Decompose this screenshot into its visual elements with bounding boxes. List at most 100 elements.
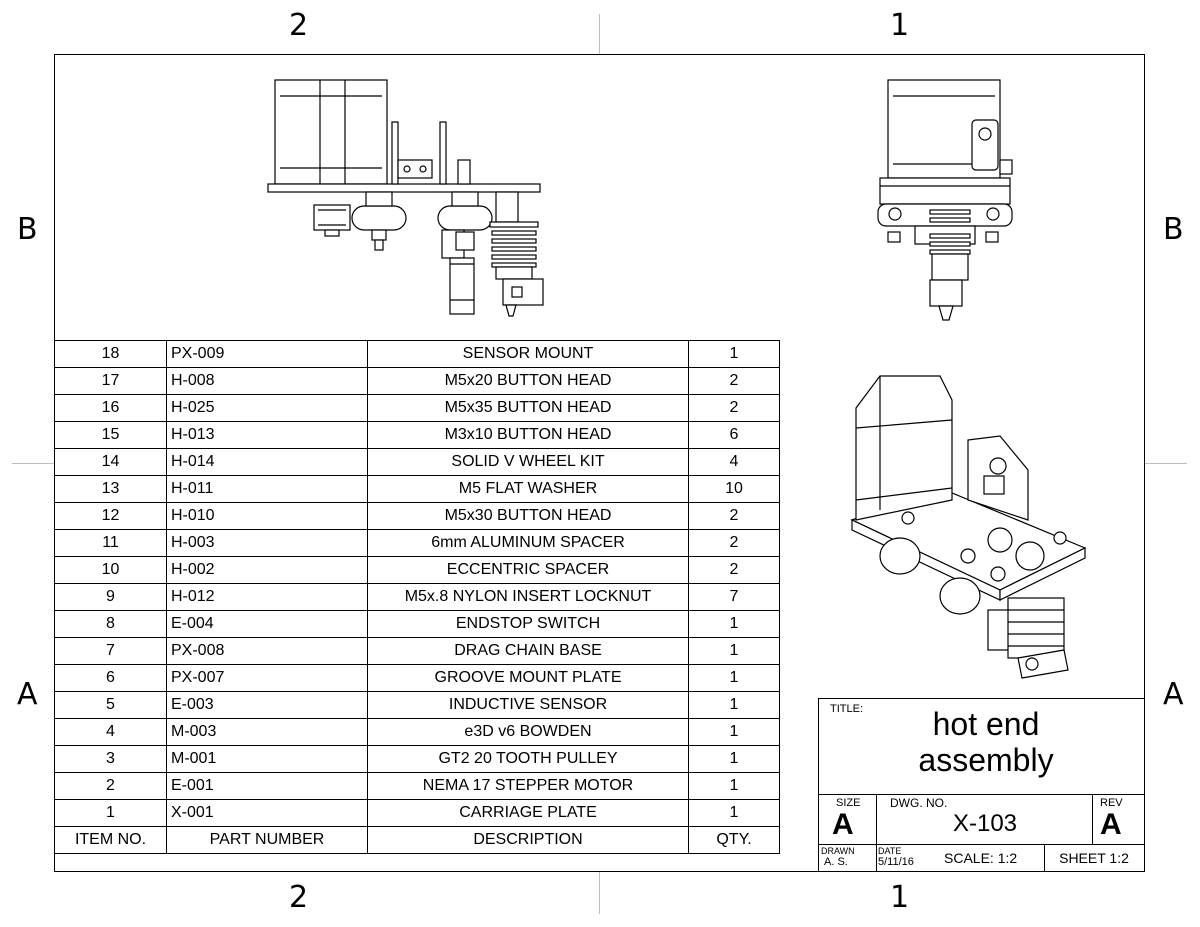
drawn-value: A. S. bbox=[824, 856, 848, 868]
item-number-cell: 17 bbox=[54, 367, 167, 395]
description-cell: 6mm ALUMINUM SPACER bbox=[367, 529, 689, 557]
description-cell: M5x.8 NYLON INSERT LOCKNUT bbox=[367, 583, 689, 611]
scale-text: SCALE: 1:2 bbox=[944, 850, 1018, 866]
description-cell: GROOVE MOUNT PLATE bbox=[367, 664, 689, 692]
description-cell: NEMA 17 STEPPER MOTOR bbox=[367, 772, 689, 800]
zone-tick-top bbox=[599, 14, 600, 54]
front-view bbox=[267, 79, 544, 317]
quantity-cell: 1 bbox=[688, 610, 780, 638]
description-cell: M5x20 BUTTON HEAD bbox=[367, 367, 689, 395]
description-cell: SENSOR MOUNT bbox=[367, 340, 689, 368]
part-number-cell: E-003 bbox=[166, 691, 368, 719]
item-number-cell: 14 bbox=[54, 448, 167, 476]
title-block-divider-2 bbox=[818, 844, 1144, 845]
quantity-cell: 2 bbox=[688, 556, 780, 584]
description-cell: M5x35 BUTTON HEAD bbox=[367, 394, 689, 422]
item-number-header: ITEM NO. bbox=[54, 826, 167, 854]
quantity-cell: 6 bbox=[688, 421, 780, 449]
title-block-left-line bbox=[818, 698, 819, 871]
description-cell: DRAG CHAIN BASE bbox=[367, 637, 689, 665]
part-number-cell: PX-008 bbox=[166, 637, 368, 665]
drawing-title-line-1: hot end bbox=[932, 706, 1040, 742]
part-number-cell: PX-009 bbox=[166, 340, 368, 368]
quantity-cell: 4 bbox=[688, 448, 780, 476]
zone-tick-left bbox=[12, 463, 54, 464]
isometric-view bbox=[850, 375, 1087, 679]
quantity-cell: 1 bbox=[688, 799, 780, 827]
drawing-title: hot end assembly bbox=[878, 706, 1094, 778]
table-header-row: ITEM NO. PART NUMBER DESCRIPTION QTY. bbox=[54, 826, 780, 854]
part-number-cell: E-004 bbox=[166, 610, 368, 638]
part-number-cell: H-025 bbox=[166, 394, 368, 422]
item-number-cell: 16 bbox=[54, 394, 167, 422]
item-number-cell: 18 bbox=[54, 340, 167, 368]
revision-value: A bbox=[1100, 808, 1122, 841]
quantity-cell: 1 bbox=[688, 637, 780, 665]
quantity-cell: 1 bbox=[688, 664, 780, 692]
drawing-title-line-2: assembly bbox=[918, 742, 1054, 778]
zone-label-left-a: A bbox=[17, 677, 38, 712]
title-block-top-line bbox=[818, 698, 1144, 699]
part-number-cell: PX-007 bbox=[166, 664, 368, 692]
item-number-cell: 1 bbox=[54, 799, 167, 827]
side-view bbox=[877, 79, 1013, 321]
size-value: A bbox=[832, 808, 854, 841]
item-number-cell: 4 bbox=[54, 718, 167, 746]
title-block-divider-3 bbox=[876, 794, 877, 871]
part-number-header: PART NUMBER bbox=[166, 826, 368, 854]
quantity-cell: 2 bbox=[688, 529, 780, 557]
date-label: DATE bbox=[878, 846, 902, 856]
quantity-cell: 2 bbox=[688, 367, 780, 395]
quantity-cell: 1 bbox=[688, 745, 780, 773]
item-number-cell: 15 bbox=[54, 421, 167, 449]
title-label: TITLE: bbox=[830, 703, 864, 715]
description-cell: CARRIAGE PLATE bbox=[367, 799, 689, 827]
item-number-cell: 12 bbox=[54, 502, 167, 530]
title-block-divider-4 bbox=[1092, 794, 1093, 844]
part-number-cell: M-001 bbox=[166, 745, 368, 773]
item-number-cell: 3 bbox=[54, 745, 167, 773]
quantity-cell: 1 bbox=[688, 718, 780, 746]
zone-label-top-1: 1 bbox=[890, 8, 910, 43]
description-cell: M5x30 BUTTON HEAD bbox=[367, 502, 689, 530]
description-cell: INDUCTIVE SENSOR bbox=[367, 691, 689, 719]
zone-label-bottom-2: 2 bbox=[289, 880, 309, 915]
zone-tick-bottom bbox=[599, 872, 600, 914]
quantity-cell: 2 bbox=[688, 394, 780, 422]
quantity-header: QTY. bbox=[688, 826, 780, 854]
description-cell: SOLID V WHEEL KIT bbox=[367, 448, 689, 476]
part-number-cell: H-014 bbox=[166, 448, 368, 476]
item-number-cell: 2 bbox=[54, 772, 167, 800]
zone-label-right-a: A bbox=[1163, 677, 1184, 712]
sheet-text: SHEET 1:2 bbox=[1059, 850, 1129, 866]
part-number-cell: H-010 bbox=[166, 502, 368, 530]
quantity-cell: 1 bbox=[688, 340, 780, 368]
zone-label-right-b: B bbox=[1163, 212, 1184, 247]
item-number-cell: 7 bbox=[54, 637, 167, 665]
part-number-cell: H-008 bbox=[166, 367, 368, 395]
zone-tick-right bbox=[1145, 463, 1187, 464]
size-label: SIZE bbox=[836, 797, 861, 809]
item-number-cell: 8 bbox=[54, 610, 167, 638]
quantity-cell: 1 bbox=[688, 691, 780, 719]
zone-label-left-b: B bbox=[17, 212, 38, 247]
part-number-cell: H-013 bbox=[166, 421, 368, 449]
item-number-cell: 6 bbox=[54, 664, 167, 692]
title-block-divider-1 bbox=[818, 794, 1144, 795]
